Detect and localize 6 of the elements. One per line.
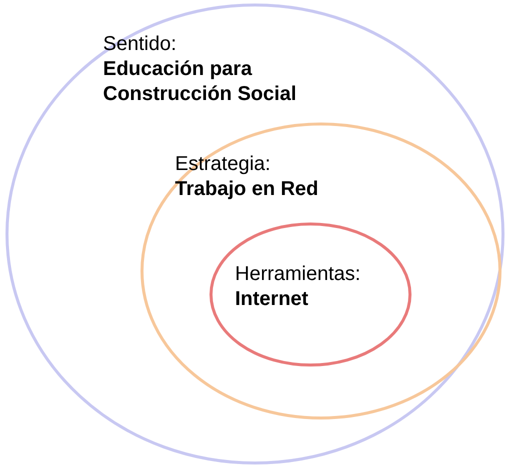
heading-text: Estrategia:: [175, 152, 272, 177]
heading-text: Herramientas:: [235, 262, 362, 287]
body-text: Trabajo en Red: [175, 177, 320, 202]
heading-text: Sentido:: [103, 32, 178, 57]
body-text: Internet: [235, 287, 310, 312]
body-text: Educación para Construcción Social: [103, 57, 298, 107]
